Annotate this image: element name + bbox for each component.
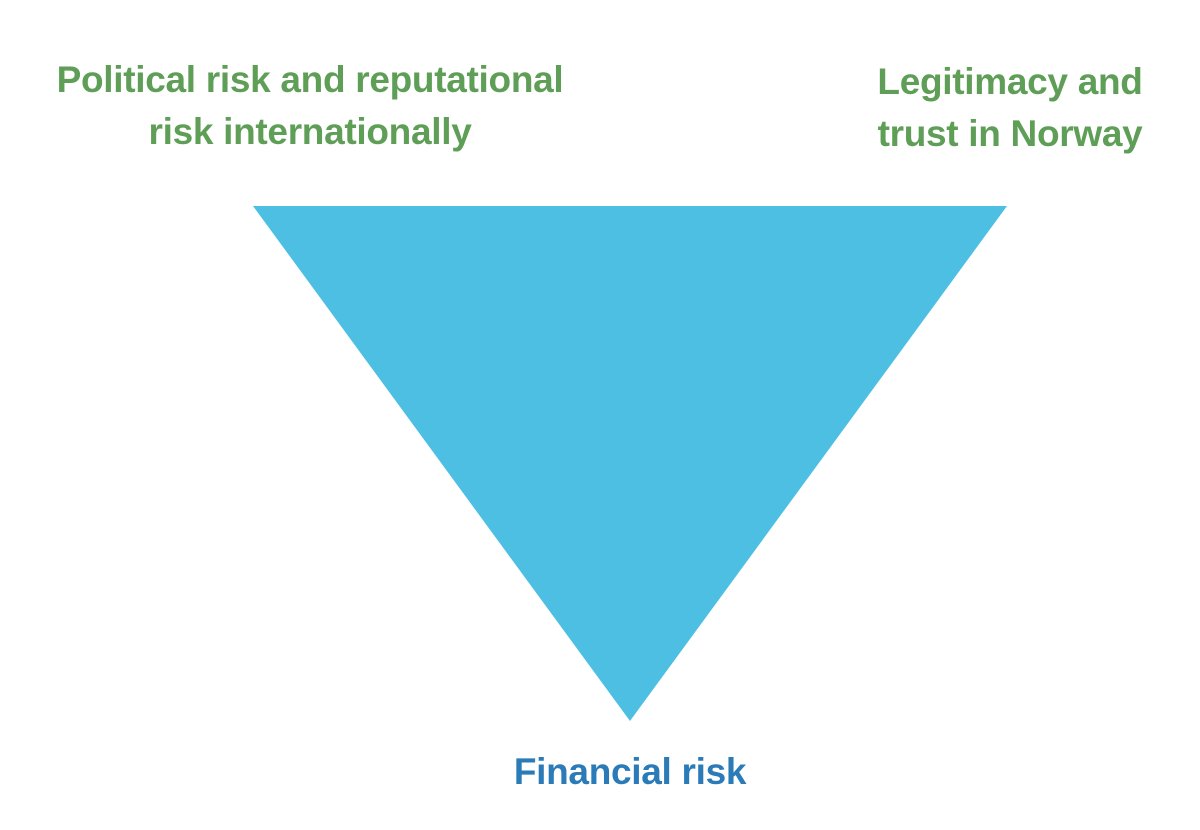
inverted-triangle — [253, 206, 1007, 721]
political-risk-label-line2: risk internationally — [148, 111, 472, 152]
financial-risk-label-line1: Financial risk — [513, 751, 747, 792]
political-risk-label-line1: Political risk and reputational — [56, 59, 564, 100]
legitimacy-trust-label-line2: trust in Norway — [877, 113, 1143, 154]
financial-risk-label: Financial risk — [430, 746, 830, 798]
legitimacy-trust-label-line1: Legitimacy and — [877, 61, 1143, 102]
political-risk-label: Political risk and reputational risk int… — [20, 54, 600, 158]
legitimacy-trust-label: Legitimacy and trust in Norway — [850, 56, 1170, 160]
